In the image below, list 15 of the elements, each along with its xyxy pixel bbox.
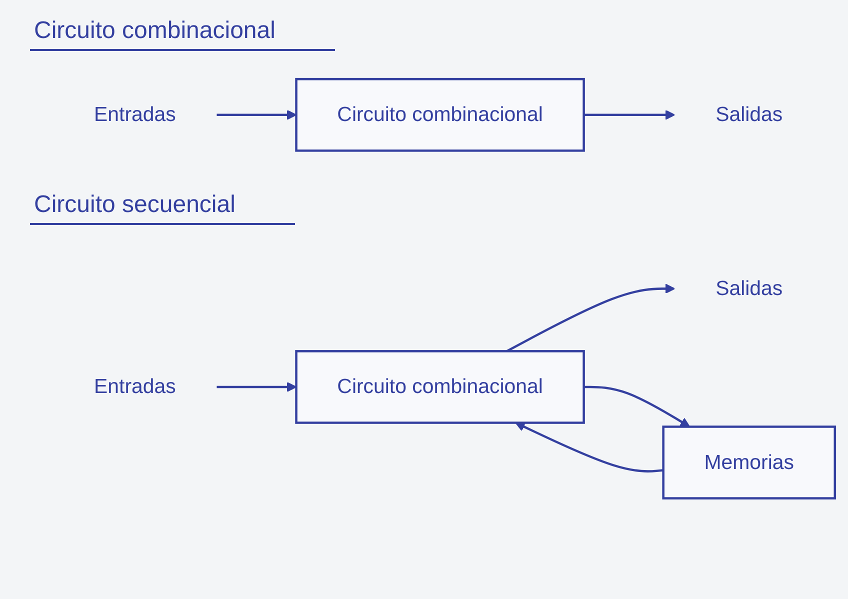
circuit-box: Circuito combinacional — [295, 350, 585, 424]
input-label: Entradas — [94, 375, 176, 398]
section-heading: Circuito combinacional — [30, 17, 336, 52]
arrow — [506, 284, 676, 352]
arrow — [216, 110, 297, 120]
circuit-box: Circuito combinacional — [295, 78, 585, 152]
arrow — [584, 110, 676, 120]
arrow — [515, 422, 664, 472]
arrow — [584, 386, 690, 428]
arrow — [216, 382, 297, 392]
section-heading: Circuito secuencial — [30, 190, 296, 225]
input-label: Entradas — [94, 102, 176, 126]
output-label: Salidas — [716, 102, 783, 126]
output-label: Salidas — [716, 276, 783, 300]
memory-box: Memorias — [662, 426, 836, 500]
